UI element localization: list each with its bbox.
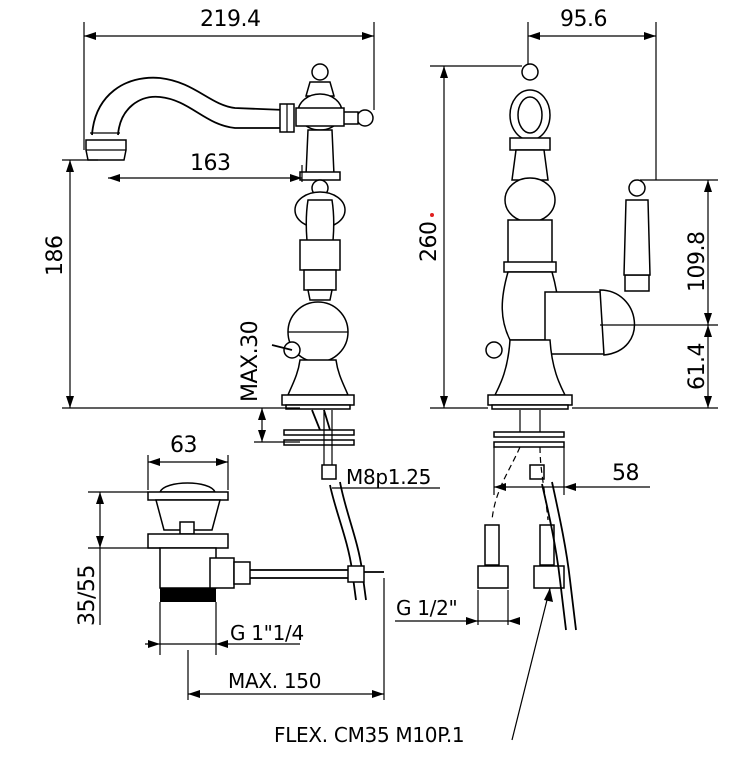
drain-assembly: [88, 455, 385, 700]
dim-drain-height: 35/55: [75, 565, 100, 626]
dim-spout-reach: 163: [190, 151, 231, 176]
side-view-faucet: [395, 22, 718, 741]
label-flex-hose: FLEX. CM35 M10P.1: [274, 723, 464, 747]
dim-thread: M8p1.25: [346, 465, 431, 489]
dim-base-height: 61.4: [685, 343, 710, 390]
dim-height-total: 260: [417, 222, 442, 263]
dim-side-width: 95.6: [560, 7, 607, 32]
dim-spout-width: 219.4: [200, 7, 260, 32]
dim-drain-thread: G 1"1/4: [230, 621, 304, 645]
dim-side-offset: 58: [612, 461, 639, 486]
dim-handle-height: 109.8: [685, 232, 710, 292]
accent-dot: [430, 213, 434, 217]
front-view-faucet: [62, 22, 440, 601]
dim-connector-thread: G 1/2": [396, 596, 457, 620]
dim-max-reach: MAX. 150: [228, 669, 321, 693]
dim-drain-diameter: 63: [170, 433, 197, 458]
dim-height-spout: 186: [43, 236, 68, 277]
dim-deck-thickness: MAX.30: [238, 321, 263, 402]
